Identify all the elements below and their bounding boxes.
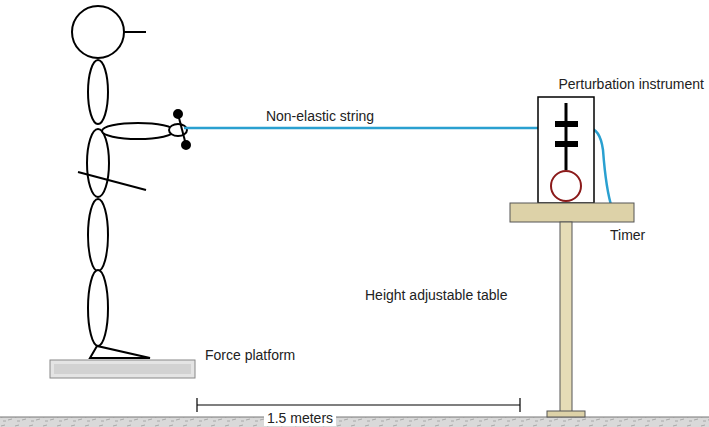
distance-dimension xyxy=(197,398,520,412)
floor xyxy=(0,417,709,427)
instrument-clamp xyxy=(555,121,578,127)
instrument-rod xyxy=(565,103,568,170)
force-platform-top xyxy=(54,364,191,374)
timer-label: Timer xyxy=(610,227,645,243)
dimension-label: 1.5 meters xyxy=(264,410,336,426)
table-base xyxy=(547,411,585,417)
stick-figure xyxy=(72,6,190,358)
instrument-clamp xyxy=(555,141,578,147)
table-label: Height adjustable table xyxy=(365,287,507,303)
table-top xyxy=(510,203,634,222)
table-leg xyxy=(560,222,572,412)
instrument-weight xyxy=(551,171,581,201)
perturbation-instrument xyxy=(538,97,594,203)
force-platform xyxy=(50,360,195,378)
string-label: Non-elastic string xyxy=(266,108,374,124)
instrument-label: Perturbation instrument xyxy=(558,76,704,92)
platform-label: Force platform xyxy=(205,347,295,363)
floor-line xyxy=(0,417,709,418)
